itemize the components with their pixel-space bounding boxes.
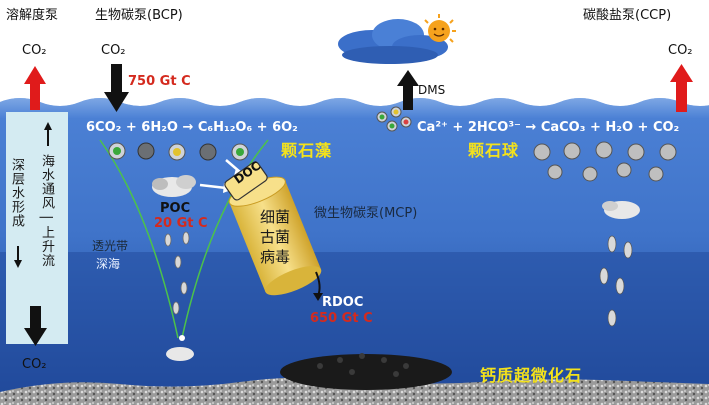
bcp-co2-label: CO₂ (101, 43, 126, 58)
photosynthesis-equation: 6CO₂ + 6H₂O → C₆H₁₂O₆ + 6O₂ (86, 120, 298, 135)
poc-label: POC (160, 201, 191, 216)
dms-up-arrow (397, 70, 419, 110)
biological-pump-label: 生物碳泵(BCP) (95, 8, 183, 23)
right-poc-aggregate (602, 201, 640, 219)
deep-co2-down-arrow (24, 306, 47, 346)
microbe-archaea-label: 古菌 (260, 228, 291, 246)
dms-label: DMS (418, 83, 446, 97)
deep-co2-label: CO₂ (22, 357, 47, 372)
sea-surface-highlight (0, 98, 709, 118)
rdoc-pile (280, 354, 452, 390)
thermohaline-panel (6, 112, 68, 344)
mcp-cylinder (228, 176, 322, 296)
falling-coccoliths (599, 235, 633, 327)
bcp-funnel-left (99, 139, 179, 339)
deep-water-formation-label: 深层水形成 (9, 158, 24, 228)
solubility-pump-label: 溶解度泵 (6, 8, 59, 23)
sinking-particles (164, 231, 190, 315)
coccosphere-cluster (533, 141, 677, 182)
calcification-equation: Ca²⁺ + 2HCO³⁻ → CaCO₃ + H₂O + CO₂ (417, 120, 680, 135)
seabed-sediment (0, 377, 709, 405)
microbe-virus-label: 病毒 (260, 248, 291, 266)
ccp-co2-label: CO₂ (668, 43, 693, 58)
deep-sea-label: 深海 (96, 257, 121, 271)
microbial-pump-label: 微生物碳泵(MCP) (314, 206, 418, 221)
bcp-flux-value: 750 Gt C (128, 74, 191, 89)
rdoc-flux-value: 650 Gt C (310, 311, 373, 326)
microbe-bacteria-label: 细菌 (260, 208, 291, 226)
solubility-co2-label: CO₂ (22, 43, 47, 58)
ccp-co2-out-arrow (670, 64, 693, 112)
poc-flux-value: 20 Gt C (154, 216, 208, 231)
rdoc-label: RDOC (322, 295, 364, 310)
coccolith-label: 颗石球 (468, 141, 520, 160)
upwelling-up-arrow (44, 122, 52, 146)
poc-aggregate (152, 175, 196, 197)
coccolithophore-cells (108, 142, 249, 161)
deep-water-down-arrow (14, 246, 22, 268)
coccolithophore-label: 颗石藻 (281, 141, 333, 160)
photic-zone-label: 透光带 (92, 239, 129, 253)
doc-tag (224, 161, 268, 201)
dms-producer-cells (376, 106, 412, 132)
mcp-to-rdoc-arrow (313, 271, 323, 301)
nannofossil-label: 钙质超微化石 (480, 366, 583, 385)
bcp-co2-in-arrow (104, 64, 129, 112)
bcp-funnel-right (181, 139, 269, 339)
cloud-icon (338, 19, 448, 64)
solubility-co2-out-arrow (24, 66, 46, 110)
rdoc-pile-texture (317, 353, 409, 377)
ventilation-upwelling-label: 海水通风 | 上升流 (39, 154, 54, 268)
seafloor-aggregate (166, 335, 194, 361)
sun-icon (424, 14, 456, 43)
carbonate-pump-label: 碳酸盐泵(CCP) (583, 8, 672, 23)
